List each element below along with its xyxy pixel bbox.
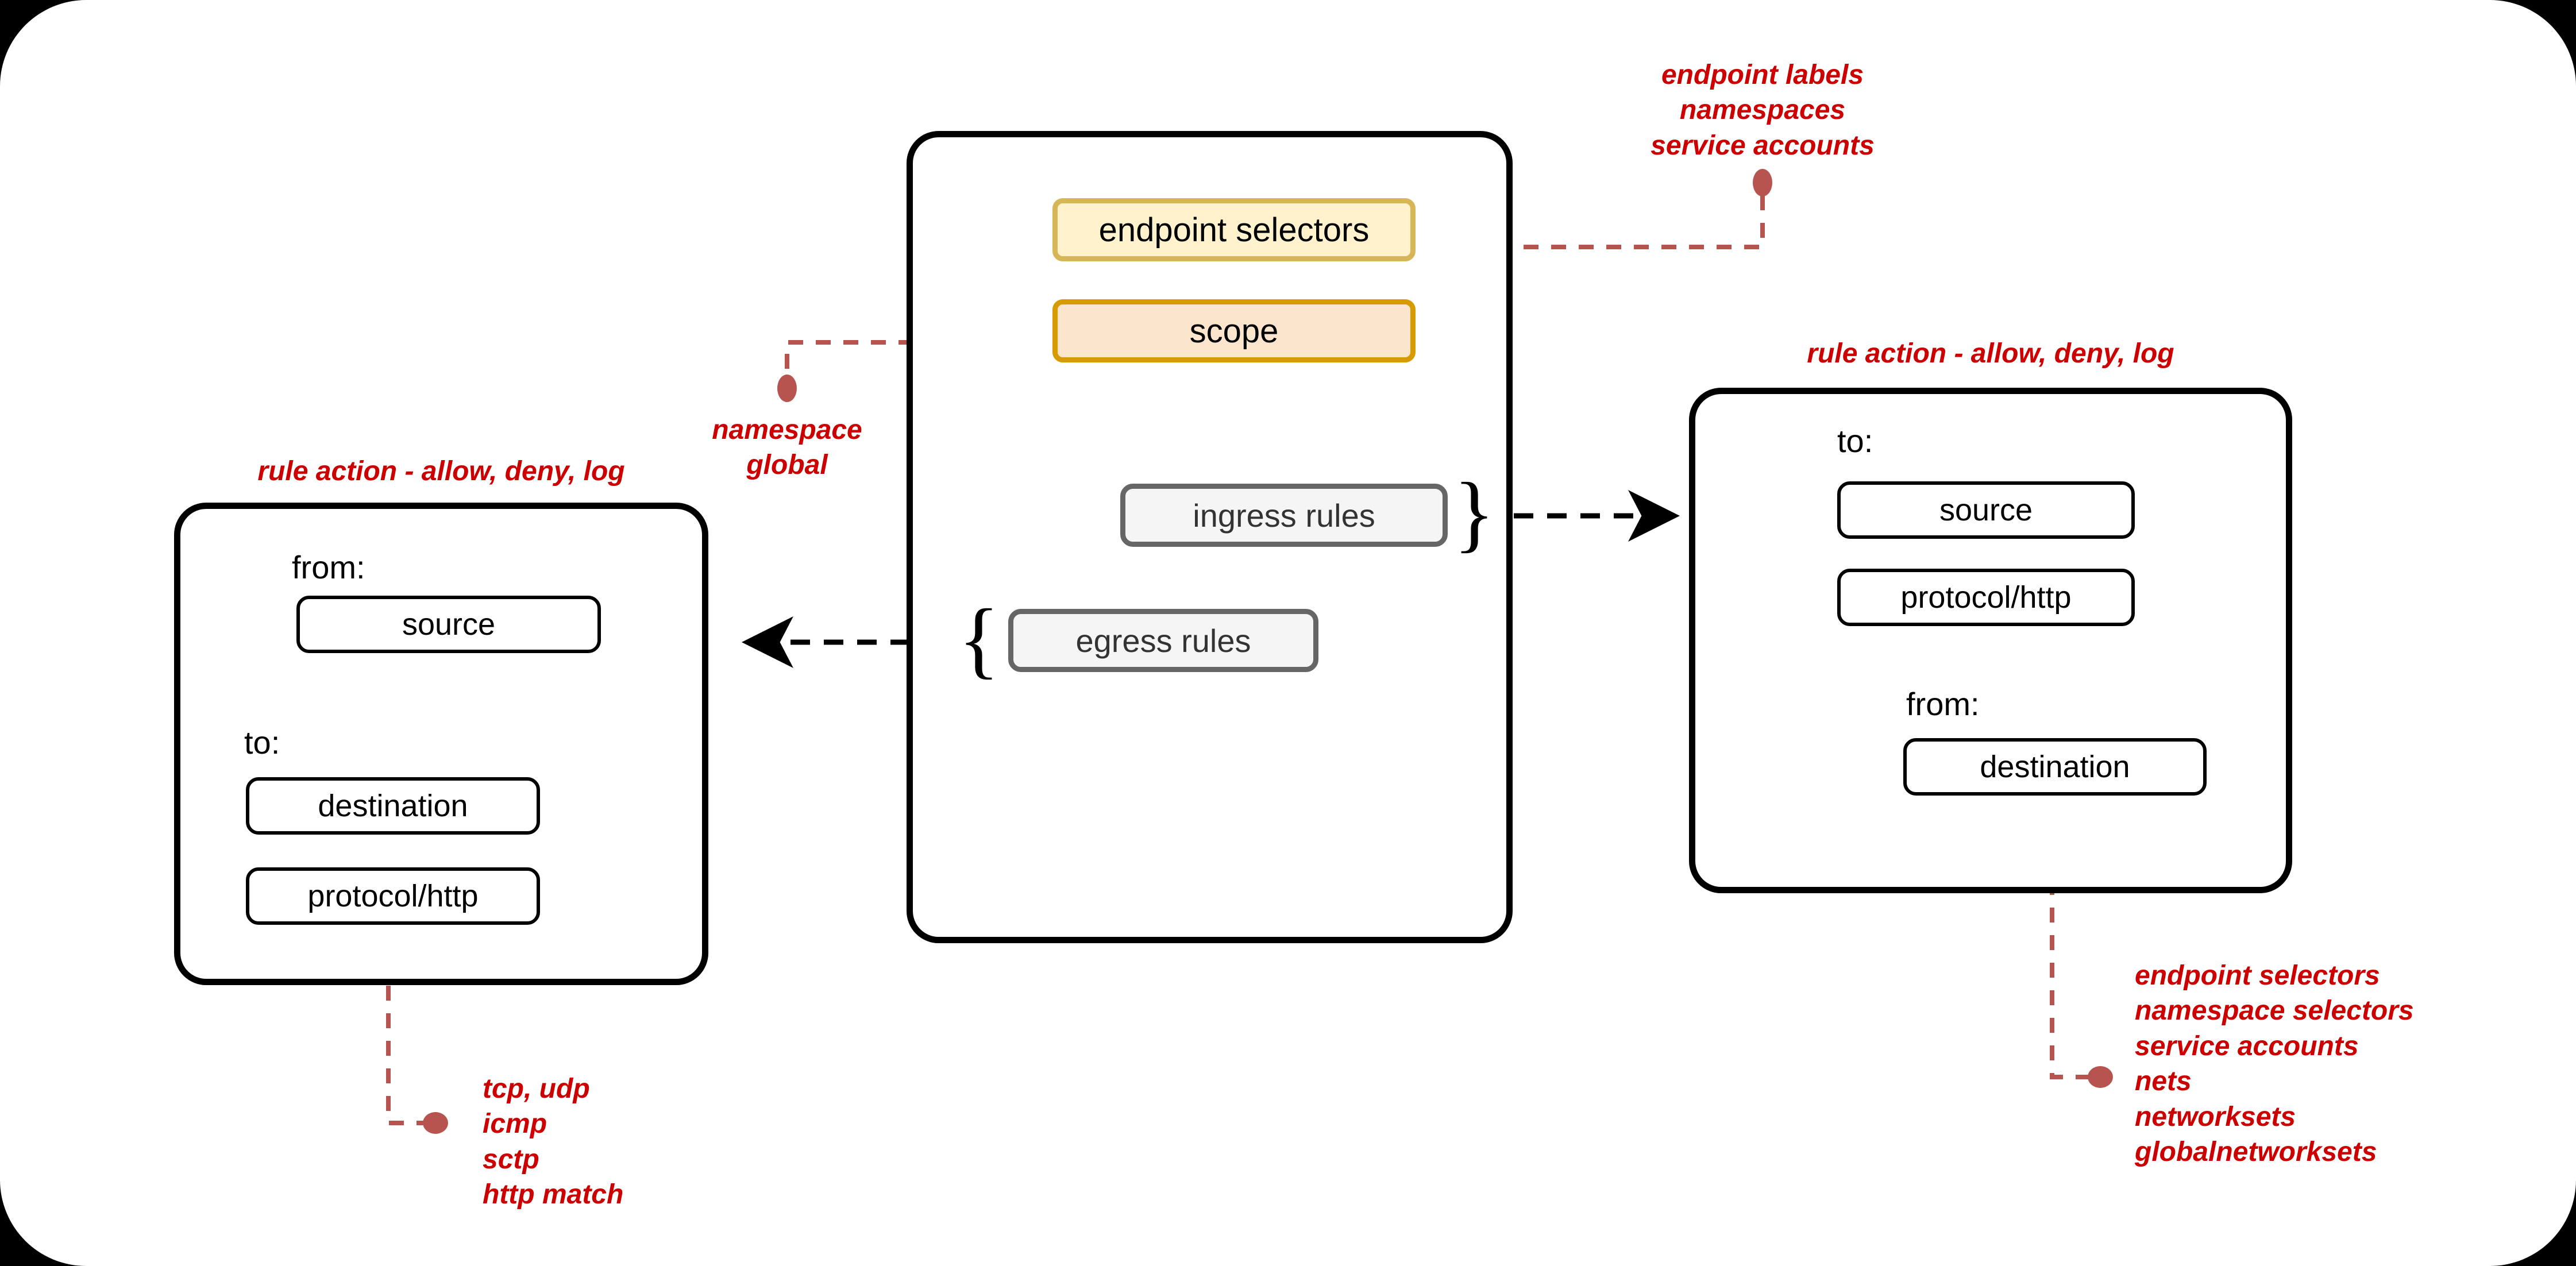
ingress-from-destination-box[interactable]: destination [1903,738,2207,796]
ingress-from-label: from: [1906,686,1980,722]
egress-panel-heading: rule action - allow, deny, log [257,456,625,487]
scope-chip[interactable]: scope [1052,299,1416,362]
ingress-to-protocol-label: protocol/http [1900,580,2072,615]
egress-from-source-box[interactable]: source [296,596,601,653]
egress-from-label: from: [292,549,365,585]
ingress-to-source-label: source [1939,493,2033,527]
egress-rules-label: egress rules [1075,622,1251,659]
endpoint-selectors-note: endpoint labels namespaces service accou… [1651,60,1875,161]
ingress-brace: } [1453,465,1495,561]
ingress-to-source-box[interactable]: source [1837,481,2135,539]
ingress-from-destination-label: destination [1980,750,2130,784]
endpoint-selectors-chip[interactable]: endpoint selectors [1052,198,1416,261]
ingress-rules-chip[interactable]: ingress rules [1120,484,1448,547]
egress-to-protocol-label: protocol/http [307,879,479,913]
endpoint-selectors-label: endpoint selectors [1098,211,1370,249]
ingress-panel-heading: rule action - allow, deny, log [1807,338,2174,369]
egress-from-source-label: source [402,607,496,642]
egress-to-destination-box[interactable]: destination [246,777,540,835]
egress-to-destination-label: destination [318,789,468,823]
scope-label: scope [1189,312,1279,350]
ingress-to-protocol-box[interactable]: protocol/http [1837,569,2135,626]
scope-note: namespace global [712,415,862,481]
egress-to-label: to: [244,724,280,761]
ingress-rules-label: ingress rules [1193,497,1375,534]
egress-rules-chip[interactable]: egress rules [1008,609,1318,672]
ingress-panel [1689,388,2292,893]
ingress-to-label: to: [1837,423,1873,459]
egress-brace: { [958,592,1000,687]
egress-to-protocol-box[interactable]: protocol/http [246,867,540,925]
protocol-note: tcp, udp icmp sctp http match [483,1074,624,1210]
destination-note: endpoint selectors namespace selectors s… [2135,960,2414,1168]
